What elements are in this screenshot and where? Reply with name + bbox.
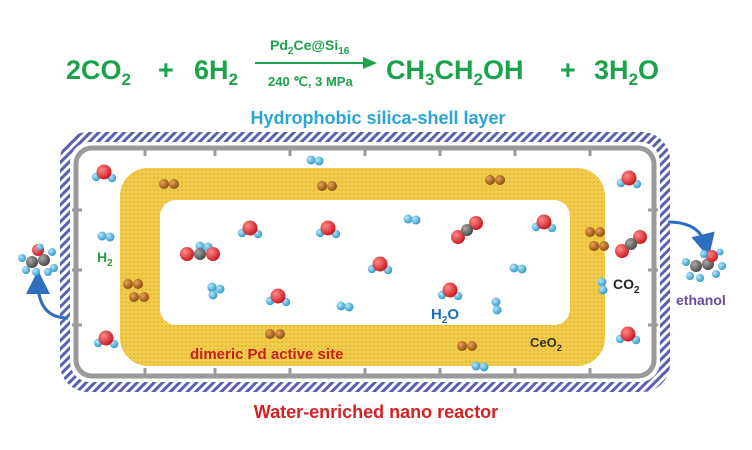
water-molecule xyxy=(367,256,393,275)
reactant-h2: 6H xyxy=(194,55,229,85)
shell-pores xyxy=(72,146,658,378)
plus-sign-1: + xyxy=(158,55,174,85)
left-exit-arrow xyxy=(26,270,69,320)
pd-dimer xyxy=(317,181,337,191)
water-molecule xyxy=(237,220,263,239)
water-molecule xyxy=(531,214,557,233)
pd-dimer xyxy=(265,329,285,339)
h2-molecule xyxy=(491,297,502,315)
product-ethanol: CH xyxy=(386,55,425,85)
h2-molecule xyxy=(306,155,324,166)
svg-text:Pd2Ce@Si16: Pd2Ce@Si16 xyxy=(270,37,350,57)
water-molecule xyxy=(91,164,117,183)
h2-molecule xyxy=(97,231,115,242)
pd-dimer xyxy=(589,241,609,251)
pd-dimer xyxy=(485,175,505,185)
pd-active-site-label: dimeric Pd active site xyxy=(190,346,343,363)
svg-text:CH3CH2OH: CH3CH2OH xyxy=(386,55,523,89)
h2-molecule xyxy=(336,301,354,312)
pd-dimer xyxy=(585,227,605,237)
h2-label: H2 xyxy=(97,249,113,269)
ceo2-label: CeO2 xyxy=(530,335,562,353)
catalyst-label: Pd xyxy=(270,37,288,53)
right-exit-arrow xyxy=(667,220,715,258)
reaction-equation: 2CO2 + 6H2 Pd2Ce@Si16 240 ℃, 3 MPa CH3CH… xyxy=(66,37,659,89)
svg-text:2CO2: 2CO2 xyxy=(66,55,131,89)
co2-label: CO2 xyxy=(613,276,640,296)
pd-dimer xyxy=(123,279,143,289)
water-molecule xyxy=(437,282,463,301)
water-molecule xyxy=(265,288,291,307)
svg-text:3H2O: 3H2O xyxy=(594,55,659,89)
h2-molecule xyxy=(597,277,608,295)
reactor-label: Water-enriched nano reactor xyxy=(254,402,498,422)
h2-molecule xyxy=(207,282,218,300)
svg-text:6H2: 6H2 xyxy=(194,55,238,89)
h2o-label: H2O xyxy=(431,306,459,326)
shell-layer-label: Hydrophobic silica-shell layer xyxy=(250,108,505,128)
product-water: 3H xyxy=(594,55,629,85)
h2-molecule xyxy=(403,214,421,225)
conditions-label: 240 ℃, 3 MPa xyxy=(268,74,353,89)
molecules xyxy=(18,155,726,372)
pd-dimer xyxy=(129,292,149,302)
reactant-co2: 2CO xyxy=(66,55,122,85)
co2-molecule xyxy=(451,216,483,244)
water-molecule xyxy=(93,330,119,349)
water-molecule xyxy=(616,170,642,189)
h2-molecule xyxy=(471,361,489,372)
h2-molecule xyxy=(509,263,527,274)
ethanol-molecule-right xyxy=(682,248,726,282)
pd-dimer xyxy=(457,341,477,351)
co2-molecule xyxy=(180,247,220,261)
water-molecule xyxy=(615,326,641,345)
water-molecule xyxy=(315,220,341,239)
ethanol-label: ethanol xyxy=(676,292,726,308)
co2-molecule xyxy=(615,230,647,258)
plus-sign-2: + xyxy=(560,55,576,85)
pd-dimer xyxy=(159,179,179,189)
ethanol-molecule-left xyxy=(18,243,58,276)
